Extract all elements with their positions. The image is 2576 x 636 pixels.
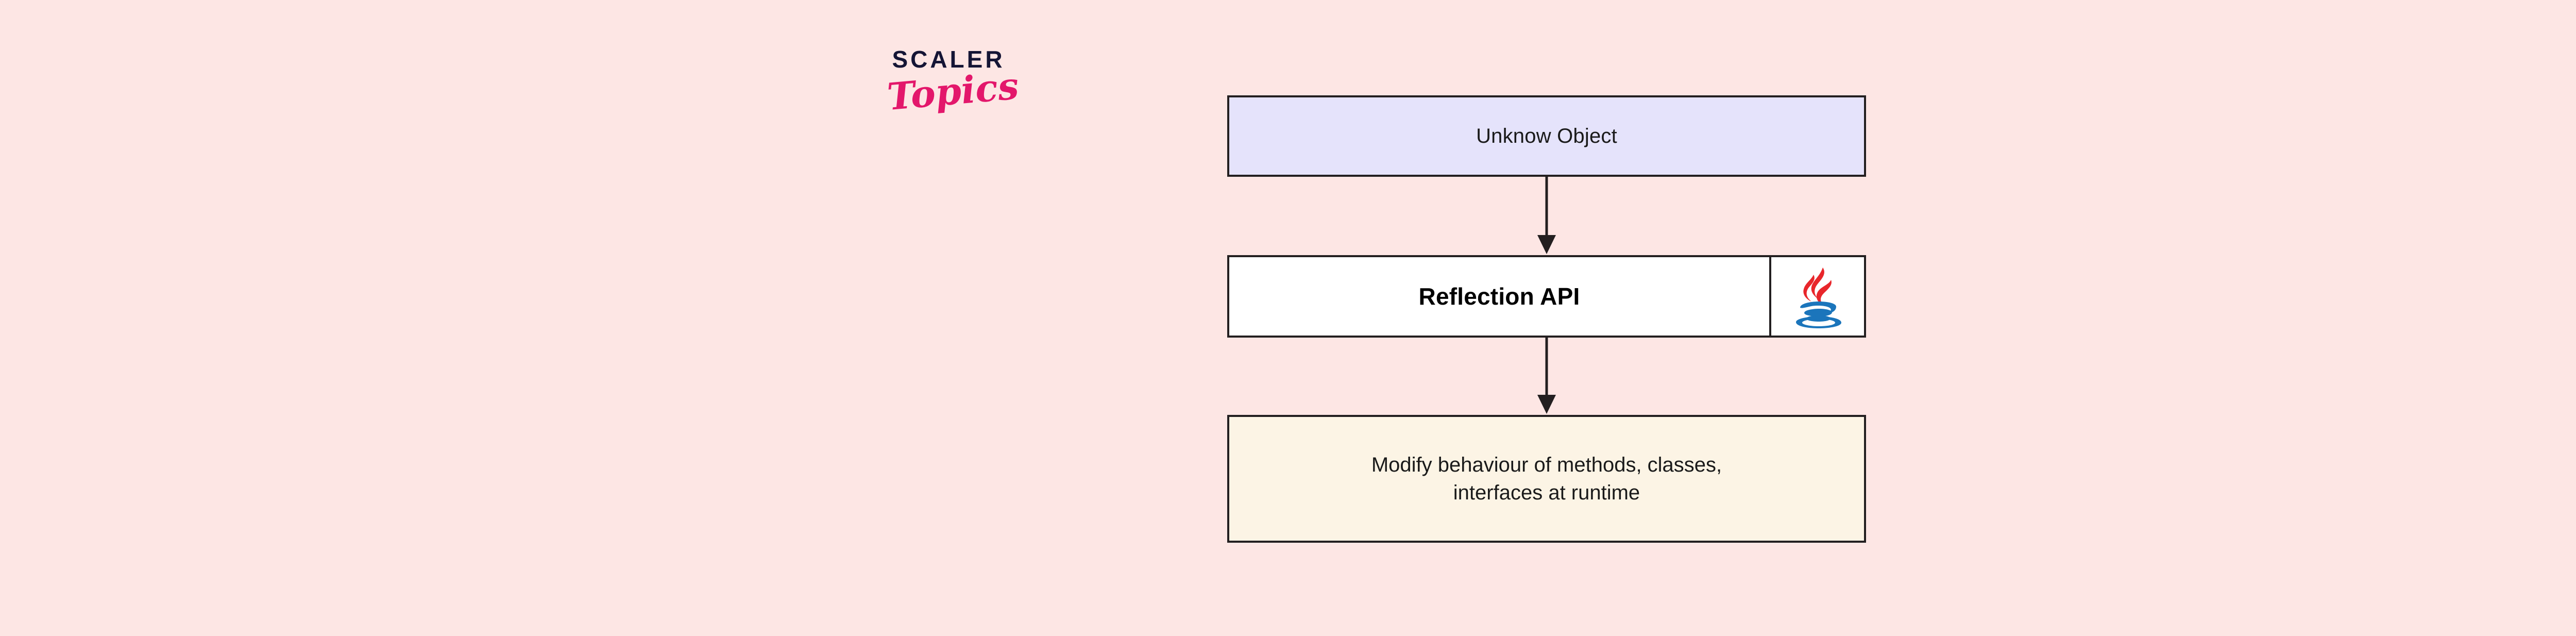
flow-connector-api-to-result xyxy=(1227,338,1866,415)
java-logo-icon xyxy=(1769,257,1864,336)
flow-node-unknown-object-label: Unknow Object xyxy=(1476,124,1617,147)
flow-node-reflection-api: Reflection API xyxy=(1227,255,1866,338)
flow-node-description-label: Modify behaviour of methods, classes, in… xyxy=(1371,454,1722,504)
brand-script-topics: Topics xyxy=(885,63,1021,119)
reflection-api-flowchart: Unknow Object Reflection API xyxy=(1227,95,1866,543)
flow-node-description: Modify behaviour of methods, classes, in… xyxy=(1227,415,1866,543)
flow-connector-object-to-api xyxy=(1227,177,1866,255)
flow-node-unknown-object: Unknow Object xyxy=(1227,95,1866,177)
flow-node-reflection-api-label: Reflection API xyxy=(1418,283,1580,310)
scaler-topics-logo: SCALER Topics xyxy=(885,46,1021,132)
brand-wordmark-scaler: SCALER xyxy=(892,46,1005,73)
flow-node-reflection-api-text-cell: Reflection API xyxy=(1229,257,1769,336)
